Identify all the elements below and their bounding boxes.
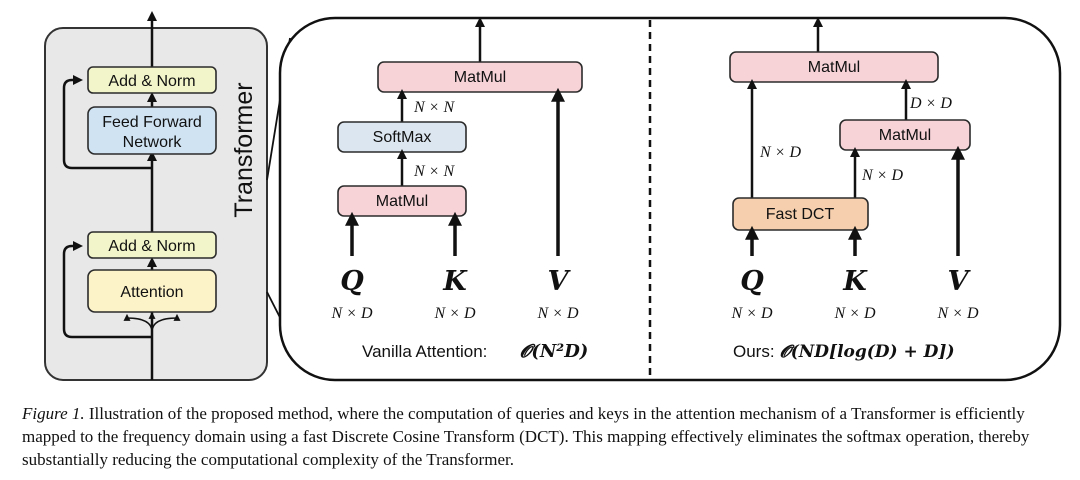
ours-k-dim: N × D xyxy=(833,305,875,322)
add-norm-top-box xyxy=(87,66,217,94)
figure-caption-text: Illustration of the proposed method, whe… xyxy=(22,404,1030,469)
add-norm-bottom-box xyxy=(87,231,217,259)
detail-panel xyxy=(278,16,1062,382)
vanilla-dim-top: N × N xyxy=(413,99,455,116)
figure-caption: Figure 1. Illustration of the proposed m… xyxy=(22,402,1062,471)
ours-matmul-mid-box xyxy=(839,119,971,151)
softmax-label: SoftMax xyxy=(373,129,432,146)
ours-k: K xyxy=(842,266,868,297)
ours-q: Q xyxy=(740,266,764,297)
vanilla-v: V xyxy=(548,266,572,297)
vanilla-attention-diagram: MatMul N × N SoftMax N × N MatMul Q K V … xyxy=(330,17,588,362)
vanilla-matmul-bottom-box xyxy=(337,185,467,217)
ours-dim-dd: D × D xyxy=(909,95,952,112)
vanilla-dim-mid: N × N xyxy=(413,163,455,180)
ours-complexity: 𝓞(ND[log(D) + D]) xyxy=(780,342,955,362)
ours-caption-label: Ours: xyxy=(733,342,775,361)
vanilla-q: Q xyxy=(340,266,364,297)
vanilla-k-dim: N × D xyxy=(433,305,475,322)
attention-box xyxy=(87,269,217,313)
ffn-box xyxy=(87,106,217,155)
attn-split-right xyxy=(151,313,181,333)
ours-v-dim: N × D xyxy=(936,305,978,322)
transformer-block: Add & Norm Feed Forward Network Add & No… xyxy=(44,11,268,381)
vanilla-v-dim: N × D xyxy=(536,305,578,322)
residual-bottom xyxy=(62,241,152,339)
add-norm-bottom-label: Add & Norm xyxy=(108,238,195,255)
fast-dct-label: Fast DCT xyxy=(766,206,835,223)
ffn-label-line1: Feed Forward xyxy=(102,114,202,131)
add-norm-top-label: Add & Norm xyxy=(108,73,195,90)
vanilla-matmul-top-box xyxy=(377,61,583,93)
attention-label: Attention xyxy=(120,284,183,301)
vanilla-matmul-bottom-label: MatMul xyxy=(376,193,428,210)
residual-top xyxy=(62,75,152,170)
ours-q-dim: N × D xyxy=(730,305,772,322)
vanilla-complexity: 𝓞(N²D) xyxy=(520,341,588,362)
ours-matmul-mid-label: MatMul xyxy=(879,127,931,144)
ffn-label-line2: Network xyxy=(123,134,183,151)
ours-matmul-top-label: MatMul xyxy=(808,59,860,76)
vanilla-q-dim: N × D xyxy=(330,305,372,322)
ours-matmul-top-box xyxy=(729,51,939,83)
ours-dim-nd-mid: N × D xyxy=(861,167,903,184)
ours-diagram: MatMul D × D MatMul N × D N × D Fast DCT… xyxy=(729,17,979,362)
fast-dct-box xyxy=(732,197,869,231)
ours-v: V xyxy=(948,266,972,297)
figure-label: Figure 1. xyxy=(22,404,85,423)
vanilla-k: K xyxy=(442,266,468,297)
method-figure: Add & Norm Feed Forward Network Add & No… xyxy=(44,11,1062,382)
vanilla-matmul-top-label: MatMul xyxy=(454,69,506,86)
ours-dim-nd-left: N × D xyxy=(759,144,801,161)
transformer-title: Transformer xyxy=(230,82,258,217)
vanilla-caption-label: Vanilla Attention: xyxy=(362,342,487,361)
